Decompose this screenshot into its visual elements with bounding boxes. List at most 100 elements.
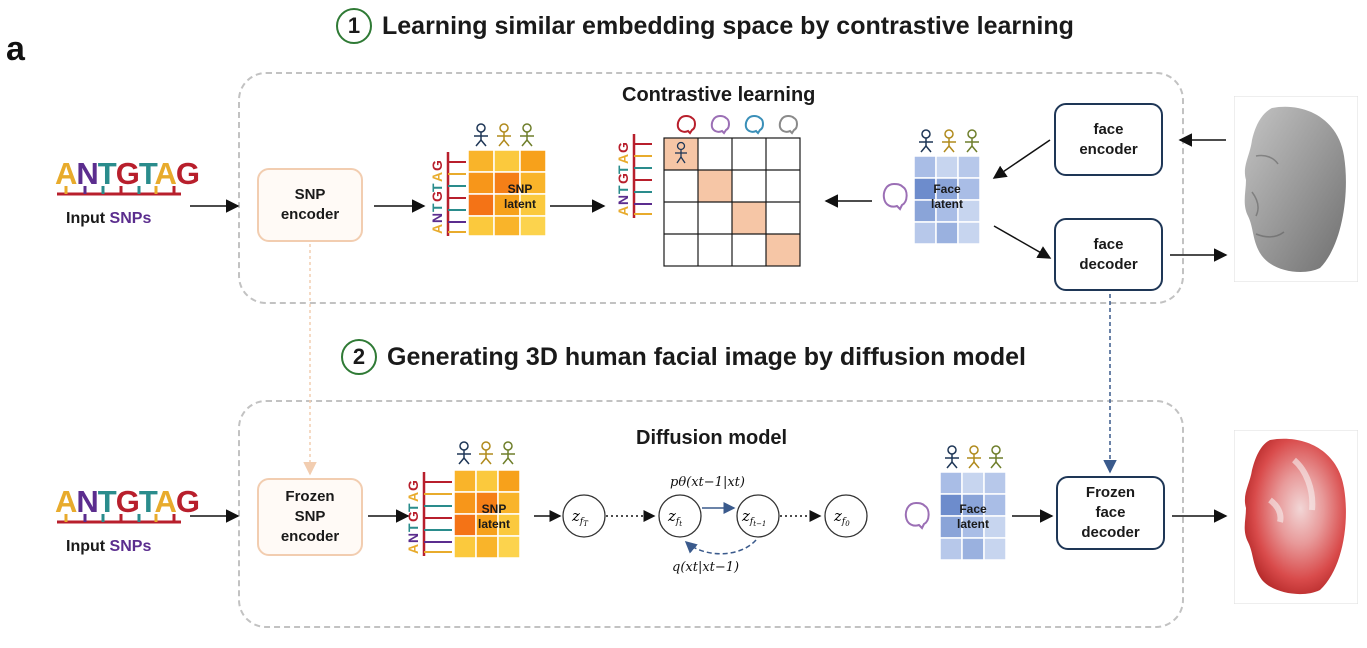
latent-node-zt	[658, 494, 702, 538]
snp-encoder-label-line: SNP	[294, 186, 326, 203]
snp-latent-label-line: latent	[503, 197, 536, 211]
frozen-face-decoder-label-line: face	[1095, 504, 1126, 521]
person-icon	[457, 441, 471, 465]
input-label-snps: SNPs	[109, 538, 152, 555]
svg-text:G: G	[405, 480, 421, 491]
face-outline-icon	[904, 501, 930, 530]
svg-text:G: G	[405, 511, 421, 522]
step-2-text: Generating 3D human facial image by diff…	[387, 342, 1027, 371]
svg-text:T: T	[405, 503, 421, 512]
snp-encoder-box: SNP encoder	[257, 168, 363, 242]
step-1-number: 1	[336, 8, 372, 44]
seq-letter: A	[55, 156, 77, 191]
svg-text:T: T	[429, 203, 445, 212]
svg-text:T: T	[615, 185, 631, 194]
diffusion-model-title: Diffusion model	[636, 427, 788, 449]
forward-process-formula: q(xt|xt−1)	[672, 560, 740, 575]
svg-text:A: A	[429, 172, 445, 182]
svg-text:N: N	[429, 213, 445, 223]
latent-node-zt-1	[736, 494, 780, 538]
seq-letter: G	[115, 484, 140, 519]
input-snp-sequence-1: ANTGTAG	[55, 156, 200, 218]
person-icon	[945, 445, 959, 469]
snp-sequence-letters: ANTGTAG	[55, 484, 200, 520]
input-snps-label-2: Input SNPs	[66, 538, 151, 556]
person-icon	[919, 129, 933, 153]
input-snp-sequence-2: ANTGTAG	[55, 484, 200, 546]
face-latent-label-line: Face	[959, 502, 987, 516]
panel-label: a	[6, 30, 25, 68]
person-icon	[497, 123, 511, 147]
face-decoder-label-line: decoder	[1079, 255, 1138, 273]
frozen-snp-encoder-label-line: SNP	[294, 508, 326, 525]
svg-text:A: A	[615, 154, 631, 164]
person-icon	[965, 129, 979, 153]
snp-latent-label-line: SNP	[481, 502, 507, 516]
seq-letter: N	[76, 484, 98, 519]
input-label-prefix: Input	[66, 538, 110, 555]
svg-text:G: G	[429, 191, 445, 202]
frozen-face-decoder-label-line: decoder	[1081, 524, 1140, 541]
frozen-face-decoder-box: Frozen face decoder	[1056, 476, 1165, 550]
face-latent-graphic	[939, 445, 1007, 561]
seq-letter: N	[76, 156, 98, 191]
seq-letter: G	[115, 156, 140, 191]
step-1-text: Learning similar embedding space by cont…	[382, 11, 1074, 40]
snp-latent-block-2: A N T G T A G SNP latent	[398, 438, 522, 560]
input-label-prefix: Input	[66, 210, 110, 227]
snp-latent-label: SNP latent	[468, 502, 520, 532]
face-latent-block-2: Face latent	[939, 442, 1008, 562]
face-latent-graphic	[913, 129, 981, 245]
face-latent-label-line: Face	[933, 182, 961, 196]
face-outline-icon	[778, 114, 798, 135]
svg-text:A: A	[405, 492, 421, 502]
contrastive-learning-title: Contrastive learning	[622, 84, 816, 106]
person-icon	[520, 123, 534, 147]
latent-node-zT	[562, 494, 606, 538]
svg-text:G: G	[429, 160, 445, 171]
frozen-snp-encoder-box: Frozen SNP encoder	[257, 478, 363, 556]
svg-text:A: A	[405, 544, 421, 554]
grey-3d-face-image	[1234, 96, 1358, 282]
seq-letter: G	[175, 484, 200, 519]
face-encoder-label-line: encoder	[1079, 140, 1138, 158]
svg-text:G: G	[615, 173, 631, 184]
person-icon	[989, 445, 1003, 469]
svg-text:T: T	[429, 183, 445, 192]
snp-sequence-letters: ANTGTAG	[55, 156, 200, 192]
snp-latent-label-line: latent	[477, 517, 510, 531]
seq-letter: A	[55, 484, 77, 519]
snp-encoder-label-line: encoder	[280, 206, 340, 223]
step-2-number: 2	[341, 339, 377, 375]
frozen-snp-encoder-label-line: Frozen	[285, 488, 335, 505]
step-1-heading: 1 Learning similar embedding space by co…	[336, 8, 1074, 44]
reverse-process-formula: pθ(xt−1|xt)	[670, 475, 745, 490]
step-2-heading: 2 Generating 3D human facial image by di…	[341, 339, 1026, 375]
seq-letter: T	[97, 484, 117, 519]
input-snps-label-1: Input SNPs	[66, 210, 151, 228]
svg-text:A: A	[429, 224, 445, 234]
snp-latent-graphic: A N T G T A G	[405, 441, 521, 559]
face-decoder-label-line: face	[1093, 235, 1124, 253]
seq-letter: T	[138, 484, 156, 519]
person-icon	[675, 141, 687, 164]
face-latent-label-line: latent	[930, 197, 963, 211]
snp-latent-graphic: A N T G T A G	[429, 123, 547, 237]
latent-node-z0	[824, 494, 868, 538]
face-decoder-box: face decoder	[1054, 218, 1163, 291]
seq-letter: G	[175, 156, 200, 191]
face-outline-icon	[882, 182, 908, 211]
sequence-backbone	[57, 186, 181, 196]
svg-text:A: A	[615, 206, 631, 216]
svg-text:T: T	[615, 165, 631, 174]
frozen-face-decoder-label-line: Frozen	[1085, 484, 1136, 501]
heatmap-3d-face-image	[1234, 430, 1358, 604]
face-outline-icon	[676, 114, 696, 135]
svg-text:T: T	[405, 523, 421, 532]
contrastive-similarity-matrix: A N T G T A G	[615, 114, 801, 267]
seq-letter: T	[138, 156, 156, 191]
diffusion-chain: zfT zft zft−1 zf0	[534, 494, 868, 555]
person-icon	[942, 129, 956, 153]
face-encoder-label-line: face	[1093, 120, 1124, 138]
